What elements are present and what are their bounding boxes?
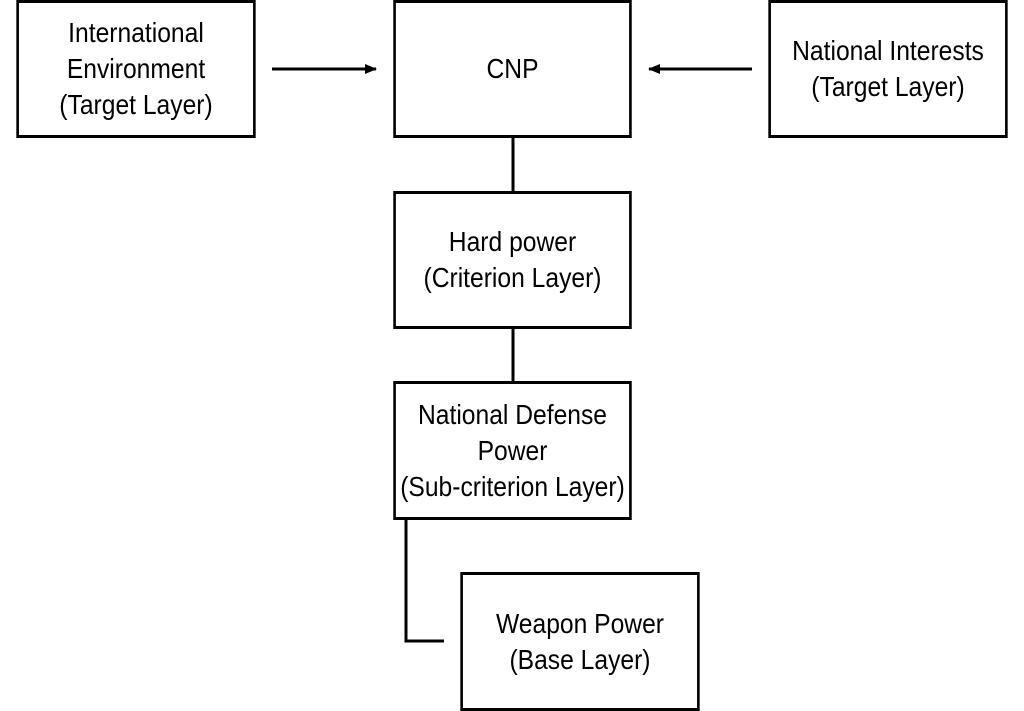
node-international-environment: International Environment (Target Layer) bbox=[16, 0, 256, 138]
node-label-line: (Target Layer) bbox=[811, 71, 965, 102]
node-label-line: National Defense bbox=[417, 398, 608, 430]
node-label-line: (Target Layer) bbox=[59, 89, 213, 120]
node-label-line: Power bbox=[477, 434, 548, 466]
node-cnp: CNP bbox=[393, 0, 632, 138]
node-national-interests: National Interests (Target Layer) bbox=[768, 0, 1008, 138]
node-label-line: National Interests bbox=[792, 35, 984, 66]
node-label-line: International bbox=[68, 17, 204, 48]
node-hard-power: Hard power (Criterion Layer) bbox=[393, 191, 632, 329]
node-label-line: Environment bbox=[66, 53, 206, 84]
node-national-defense-power: National Defense Power (Sub-criterion La… bbox=[393, 381, 632, 520]
node-label-line: CNP bbox=[486, 53, 539, 84]
node-label-line: (Base Layer) bbox=[509, 643, 651, 675]
node-label-line: (Criterion Layer) bbox=[423, 262, 602, 293]
node-label-line: Weapon Power bbox=[495, 607, 665, 639]
node-weapon-power: Weapon Power (Base Layer) bbox=[460, 572, 700, 711]
node-label-line: (Sub-criterion Layer) bbox=[400, 470, 625, 502]
line-defense-to-weapon bbox=[404, 520, 444, 643]
node-label-line: Hard power bbox=[448, 226, 577, 257]
